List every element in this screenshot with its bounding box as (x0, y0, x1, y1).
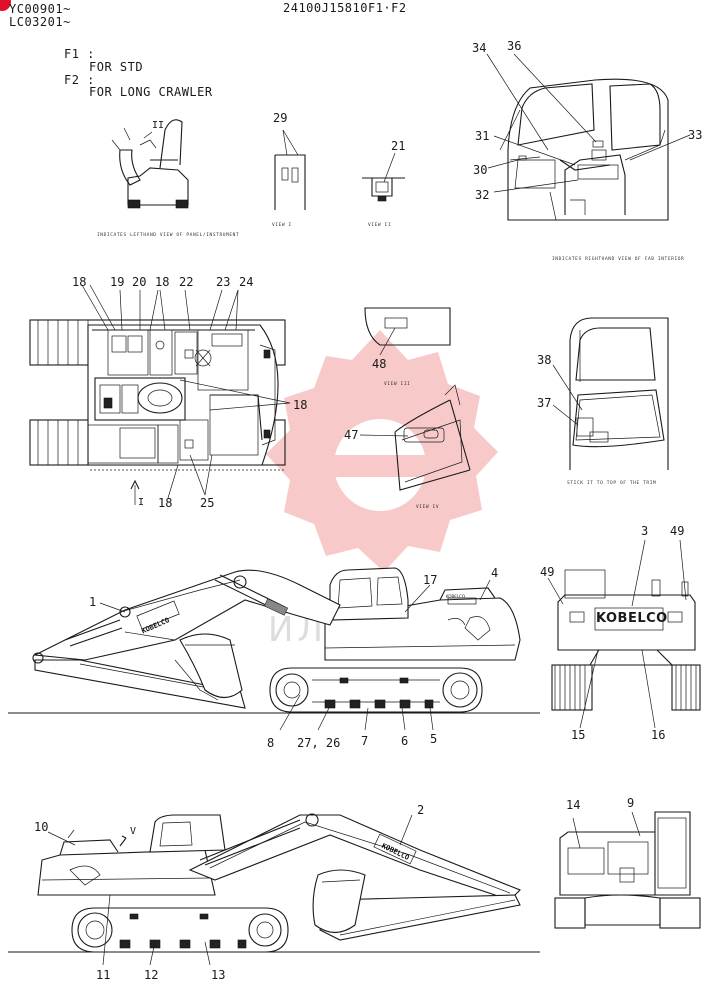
caption-cab-view: INDICATES RIGHTHAND VIEW OF CAB INTERIOR (552, 257, 685, 262)
callout-36: 36 (507, 39, 522, 53)
machine-rear-view (547, 539, 701, 729)
callout-20: 20 (132, 275, 147, 289)
callout-7: 7 (361, 734, 369, 748)
corner-badge (0, 0, 11, 11)
part-number: 24100J15810F1·F2 (283, 1, 407, 15)
callout-29: 29 (273, 111, 288, 125)
callout-18-d: 18 (158, 496, 173, 510)
callout-6: 6 (401, 734, 409, 748)
callout-24: 24 (239, 275, 254, 289)
callout-14: 14 (566, 798, 581, 812)
callout-49-a: 49 (670, 524, 685, 538)
cab-interior-view (486, 53, 691, 221)
caption-view-1: VIEW I (272, 223, 292, 228)
legend-f1-key: F1 : (64, 47, 95, 61)
callout-12: 12 (144, 968, 159, 982)
callout-1: 1 (89, 595, 97, 609)
machine-plan-view (29, 284, 291, 505)
machine-left-side-view (8, 567, 540, 731)
view-i-panel (274, 129, 306, 210)
callout-23: 23 (216, 275, 231, 289)
callout-32: 32 (475, 188, 490, 202)
callout-38: 38 (537, 353, 552, 367)
caption-view-3: VIEW III (384, 382, 411, 387)
view-ii-bracket (362, 152, 405, 202)
caption-view-4: VIEW IV (416, 505, 440, 510)
operator-seat-view (111, 119, 189, 209)
callout-8: 8 (267, 736, 275, 750)
callout-11: 11 (96, 968, 111, 982)
arrow-label-ii: II (152, 120, 165, 131)
callout-37: 37 (537, 396, 552, 410)
arrow-label-v: V (130, 826, 137, 837)
legend-f2-text: FOR LONG CRAWLER (89, 85, 213, 99)
callout-2: 2 (417, 803, 425, 817)
caption-panel-view: INDICATES LEFTHAND VIEW OF PANEL/INSTRUM… (97, 233, 240, 238)
legend-f2-key: F2 : (64, 73, 95, 87)
callout-18-b: 18 (155, 275, 170, 289)
callout-47: 47 (344, 428, 359, 442)
callout-21: 21 (391, 139, 406, 153)
callout-17: 17 (423, 573, 438, 587)
callout-9: 9 (627, 796, 635, 810)
callout-34: 34 (472, 41, 487, 55)
callout-16: 16 (651, 728, 666, 742)
caption-stick-trim: STICK IT TO TOP OF THE TRIM (567, 481, 657, 486)
callout-13: 13 (211, 968, 226, 982)
kobelco-rear-decal: KOBELCO (596, 611, 668, 626)
caption-view-2: VIEW II (368, 223, 392, 228)
callout-30: 30 (473, 163, 488, 177)
legend-f1-text: FOR STD (89, 60, 144, 74)
machine-rear-right-view (554, 811, 701, 929)
machine-right-side-view (8, 813, 540, 966)
callout-18-c: 18 (293, 398, 308, 412)
callout-19: 19 (110, 275, 125, 289)
callout-22: 22 (179, 275, 194, 289)
view-iii-decal (364, 307, 451, 356)
model-range-1: YC00901~ (9, 2, 71, 16)
arrow-label-i: I (138, 497, 145, 508)
callout-15: 15 (571, 728, 586, 742)
callout-3: 3 (641, 524, 649, 538)
callout-33: 33 (688, 128, 703, 142)
model-range-2: LC03201~ (9, 15, 71, 29)
callout-10: 10 (34, 820, 49, 834)
view-iv-decal (359, 384, 471, 491)
callout-48: 48 (372, 357, 387, 371)
callout-31: 31 (475, 129, 490, 143)
cab-door-view (552, 317, 669, 470)
kobelco-side-decal: KOBELCO (446, 594, 465, 599)
callout-27-26: 27, 26 (297, 736, 341, 750)
callout-5: 5 (430, 732, 438, 746)
callout-18-a: 18 (72, 275, 87, 289)
callout-49-b: 49 (540, 565, 555, 579)
callout-25: 25 (200, 496, 215, 510)
callout-4: 4 (491, 566, 499, 580)
